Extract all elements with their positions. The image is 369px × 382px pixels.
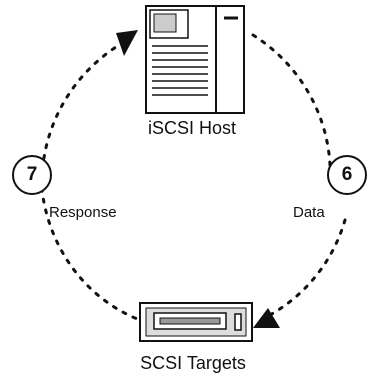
data-label: Data (293, 204, 325, 221)
host-computer-icon (145, 5, 245, 114)
step-6-number: 6 (341, 164, 353, 185)
storage-device-icon (139, 302, 253, 342)
host-label: iSCSI Host (147, 118, 237, 138)
step-7-badge: 7 (12, 155, 52, 195)
response-label: Response (49, 204, 117, 221)
arrowhead-to-host (116, 30, 138, 56)
step-7-number: 7 (26, 164, 38, 185)
arrowhead-to-targets (253, 308, 280, 328)
step-6-badge: 6 (327, 155, 367, 195)
targets-label: SCSI Targets (140, 353, 246, 373)
